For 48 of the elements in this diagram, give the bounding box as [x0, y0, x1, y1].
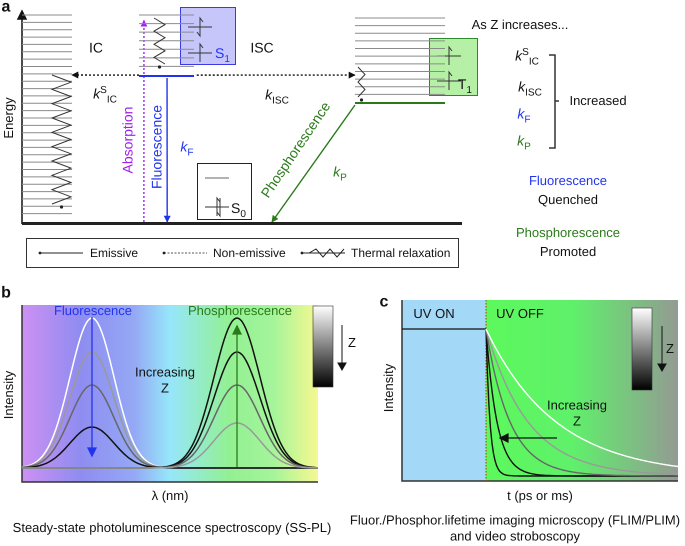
- legend-text: Emissive: [90, 246, 138, 260]
- text-label: Z: [666, 341, 674, 357]
- edge-label: IC: [89, 40, 103, 56]
- text-label: Steady-state photoluminescence spectroscopy (SS-PL): [12, 520, 332, 536]
- arrow: [271, 104, 356, 223]
- text-label: Increasing Z: [546, 397, 608, 429]
- text-label: Fluor./Phosphor.lifetime imaging microscopy (FLIM/PLIM) and video stroboscopy: [348, 512, 682, 544]
- legend-text: Non-emissive: [213, 246, 286, 260]
- text-label: k$_{ISC}$: [265, 86, 289, 104]
- text-label: λ (nm): [152, 488, 188, 504]
- text-label: Z: [348, 335, 356, 351]
- text-label: Fluorescence: [54, 303, 132, 319]
- arrow: [164, 78, 171, 223]
- panel-letter: a: [2, 0, 10, 17]
- text-label: UV ON: [413, 306, 455, 322]
- state-box: [197, 163, 252, 220]
- edge-label: ISC: [250, 40, 274, 56]
- text-label: k$_{F}$: [517, 106, 531, 122]
- axis-label: Energy: [1, 97, 17, 139]
- axis-label: Intensity: [381, 364, 397, 412]
- state-label: T$_{1}$: [458, 76, 472, 92]
- edge-label: Fluorescence: [149, 104, 165, 190]
- text-label: Promoted: [540, 244, 596, 260]
- state-box: [180, 7, 236, 65]
- state-label: S$_{0}$: [231, 200, 246, 216]
- state-label: S$_{1}$: [215, 45, 230, 61]
- panel-letter: b: [1, 283, 11, 303]
- text-label: k$_{F}$: [180, 138, 194, 156]
- text-label: k$_{ISC}$: [518, 78, 542, 96]
- legend-text: Thermal relaxation: [351, 246, 450, 260]
- state-box: [429, 38, 478, 96]
- text-label: Increasing Z: [134, 364, 196, 396]
- text-label: k$_{P}$: [333, 164, 347, 180]
- text-label: Fluorescence: [528, 173, 608, 189]
- text-label: k$_{P}$: [517, 132, 531, 150]
- axis-label: Intensity: [1, 370, 17, 420]
- text-label: Increased: [569, 93, 627, 109]
- text-label: UV OFF: [496, 306, 544, 322]
- panel-letter: c: [380, 292, 388, 312]
- text-label: Phosphorescence: [516, 225, 620, 241]
- text-label: As Z increases...: [472, 17, 568, 33]
- arrow: [140, 20, 148, 222]
- arrow: [196, 72, 356, 79]
- arrow: [71, 72, 139, 78]
- text-label: Quenched: [538, 192, 598, 208]
- edge-label: Absorption: [120, 106, 136, 174]
- text-label: t (ps or ms): [507, 488, 573, 504]
- text-label: Phosphorescence: [188, 303, 292, 319]
